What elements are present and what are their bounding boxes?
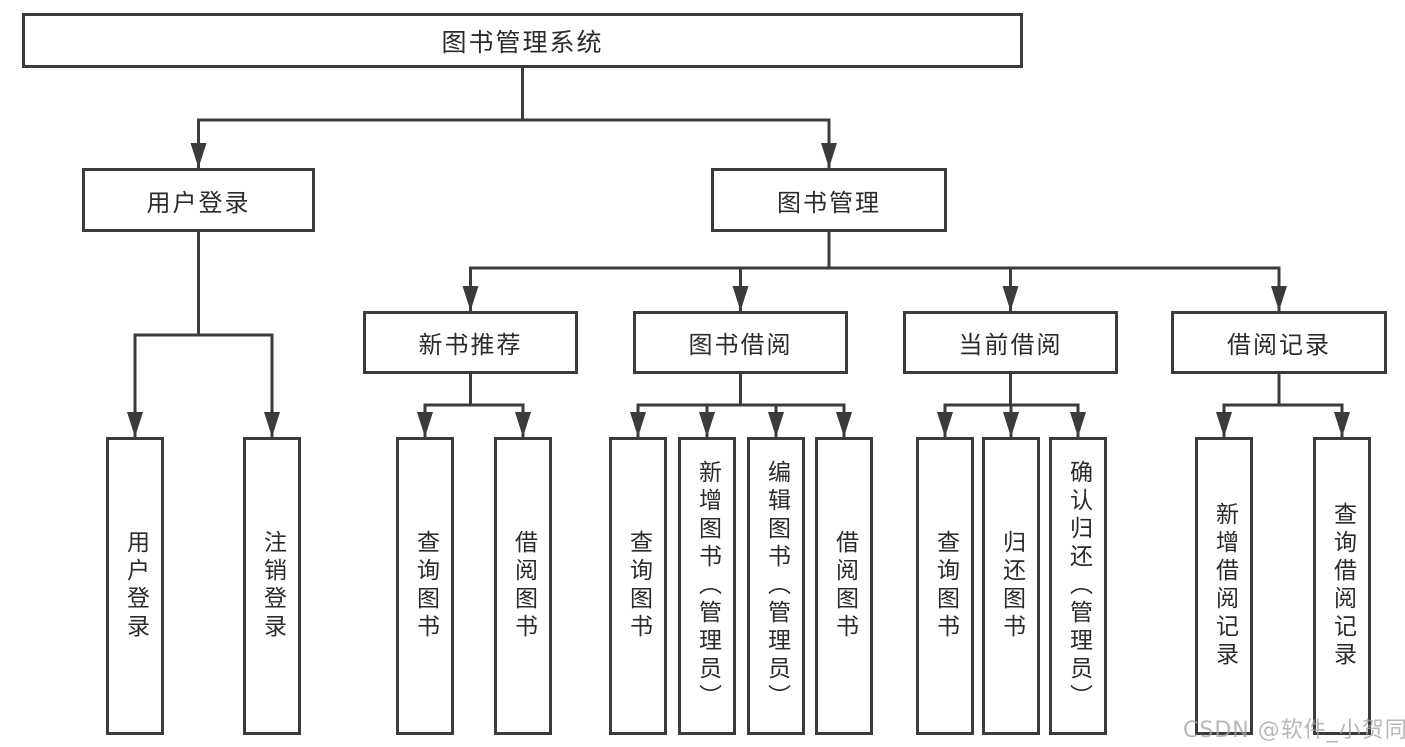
leaf-query-books-recommend: 查询图书 — [396, 437, 454, 735]
node-book-borrowing: 图书借阅 — [633, 311, 848, 374]
leaf-borrow-book: 借阅图书 — [815, 437, 873, 735]
leaf-logout: 注销登录 — [243, 437, 301, 735]
connector-skeleton — [133, 66, 1344, 407]
csdn-watermark: CSDN @软件_小贺同学 — [1183, 718, 1405, 743]
leaf-add-book-admin: 新增图书（管理员） — [678, 437, 736, 735]
leaf-borrow-book-recommend: 借阅图书 — [494, 437, 552, 735]
node-borrowing-records: 借阅记录 — [1171, 311, 1387, 374]
leaf-query-books-borrowing: 查询图书 — [609, 437, 667, 735]
leaf-add-borrow-record: 新增借阅记录 — [1195, 437, 1253, 735]
leaf-confirm-return-admin: 确认归还（管理员） — [1049, 437, 1107, 735]
node-new-book-recommendation: 新书推荐 — [363, 311, 578, 374]
leaf-query-books-current: 查询图书 — [916, 437, 974, 735]
leaf-edit-book-admin: 编辑图书（管理员） — [747, 437, 805, 735]
node-library-management-system: 图书管理系统 — [22, 13, 1023, 68]
node-book-management: 图书管理 — [711, 168, 947, 232]
leaf-user-login: 用户登录 — [106, 437, 164, 735]
leaf-return-book: 归还图书 — [982, 437, 1040, 735]
leaf-query-borrow-record: 查询借阅记录 — [1313, 437, 1371, 735]
arrow-stems — [127, 120, 1350, 437]
node-current-borrowing: 当前借阅 — [903, 311, 1118, 374]
node-user-login: 用户登录 — [82, 168, 315, 232]
